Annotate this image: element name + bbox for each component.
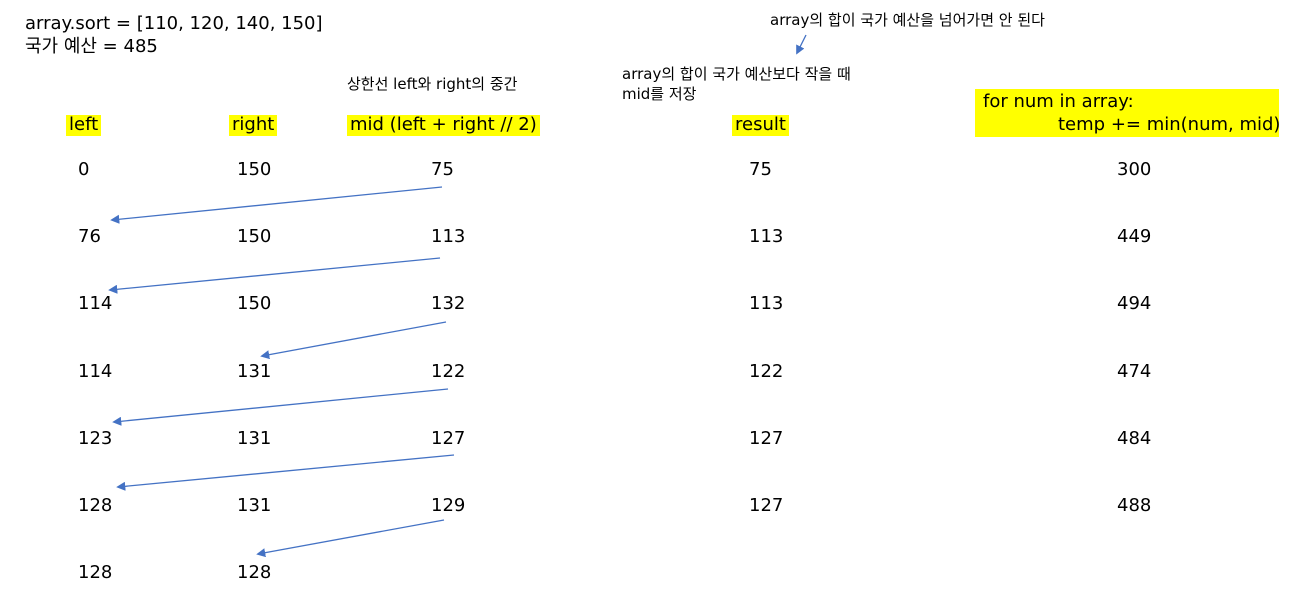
arrow-note-pointer [796,34,807,55]
cell-mid: 75 [431,159,454,180]
array-sort-text: array.sort = [110, 120, 140, 150] [25,13,323,34]
arrow-mid-to-right [256,519,445,558]
cell-temp: 300 [1117,159,1152,180]
arrow-mid-to-left [116,454,455,491]
result-note-line1: array의 합이 국가 예산보다 작을 때 [622,65,851,83]
arrow-mid-to-right [260,321,447,360]
header-temp-line1: for num in array: [983,91,1134,112]
cell-temp: 474 [1117,361,1152,382]
cell-result: 127 [749,428,784,449]
arrow-mid-to-left [112,388,449,426]
header-result: result [732,114,789,136]
mid-note: 상한선 left와 right의 중간 [347,75,518,93]
cell-left: 114 [78,361,113,382]
header-right: right [229,114,278,136]
cell-left: 123 [78,428,113,449]
cell-mid: 113 [431,226,466,247]
cell-result: 113 [749,293,784,314]
cell-right: 128 [237,562,272,583]
arrow-mid-to-left [108,257,441,294]
cell-temp: 449 [1117,226,1152,247]
cell-left: 128 [78,495,113,516]
cell-left: 76 [78,226,101,247]
cell-mid: 122 [431,361,466,382]
cell-right: 131 [237,361,272,382]
cell-right: 131 [237,495,272,516]
cell-right: 150 [237,159,272,180]
cell-mid: 132 [431,293,466,314]
result-note-line2: mid를 저장 [622,85,697,103]
header-mid: mid (left + right // 2) [347,114,540,136]
cell-left: 114 [78,293,113,314]
cell-right: 150 [237,293,272,314]
header-temp-block: for num in array: temp += min(num, mid) [975,89,1281,137]
header-temp-line2: temp += min(num, mid) [1058,114,1281,135]
cell-right: 150 [237,226,272,247]
cell-result: 113 [749,226,784,247]
arrow-mid-to-left [110,186,443,224]
cell-left: 0 [78,159,90,180]
cell-result: 122 [749,361,784,382]
header-left: left [66,114,102,136]
budget-text: 국가 예산 = 485 [25,36,158,57]
cell-mid: 127 [431,428,466,449]
cell-mid: 129 [431,495,466,516]
cell-result: 75 [749,159,772,180]
cell-right: 131 [237,428,272,449]
top-note: array의 합이 국가 예산을 넘어가면 안 된다 [770,11,1045,29]
cell-temp: 494 [1117,293,1152,314]
cell-result: 127 [749,495,784,516]
cell-temp: 488 [1117,495,1152,516]
cell-temp: 484 [1117,428,1152,449]
cell-left: 128 [78,562,113,583]
